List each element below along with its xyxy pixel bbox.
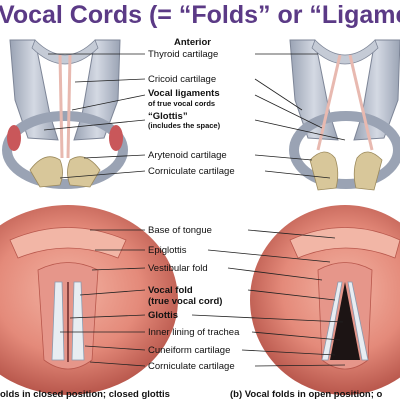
label-cricoid-cartilage: Cricoid cartilage [148, 74, 216, 85]
label-corniculate-top: Corniculate cartilage [148, 166, 235, 177]
larynx-top-view-open [289, 39, 400, 191]
label-corniculate-bottom: Corniculate cartilage [148, 361, 235, 372]
label-vocal-ligaments: Vocal ligaments [148, 88, 220, 99]
label-thyroid-cartilage: Thyroid cartilage [148, 49, 218, 60]
page-title: Vocal Cords (= “Folds” or “Ligame [0, 1, 400, 29]
label-glottis-top: “Glottis” [148, 111, 188, 122]
label-arytenoid-cartilage: Arytenoid cartilage [148, 150, 227, 161]
label-vocal-fold-sub: (true vocal cord) [148, 296, 222, 307]
label-anterior: Anterior [174, 37, 211, 48]
label-vestibular-fold: Vestibular fold [148, 263, 208, 274]
label-epiglottis: Epiglottis [148, 245, 187, 256]
caption-left: olds in closed position; closed glottis [0, 389, 170, 400]
caption-right: (b) Vocal folds in open position; o [230, 389, 383, 400]
laryngoscope-view-closed [0, 205, 178, 395]
label-glottis-bottom: Glottis [148, 310, 178, 321]
larynx-top-view-closed [2, 39, 128, 189]
label-vocal-ligaments-sub: of true vocal cords [148, 99, 215, 108]
label-cuneiform-cartilage: Cuneiform cartilage [148, 345, 230, 356]
bottom-leader-lines [60, 229, 346, 367]
label-inner-lining-trachea: Inner lining of trachea [148, 327, 240, 338]
top-leader-lines [43, 53, 346, 179]
label-glottis-note: (includes the space) [148, 121, 221, 130]
label-vocal-fold: Vocal fold [148, 285, 193, 296]
label-base-of-tongue: Base of tongue [148, 225, 212, 236]
laryngoscope-view-open [250, 205, 400, 395]
